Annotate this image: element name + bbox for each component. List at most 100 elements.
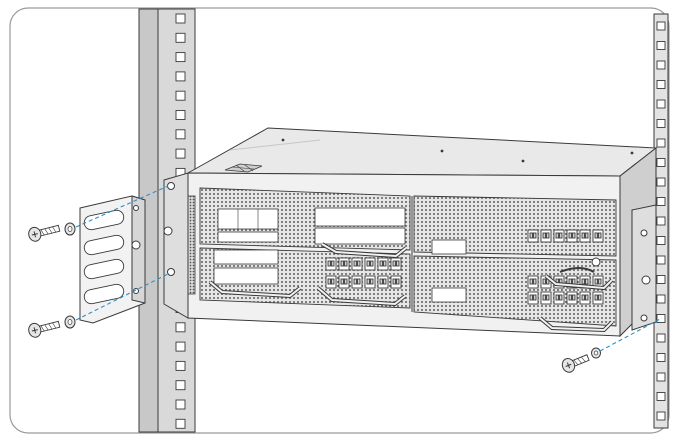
port-lane <box>366 278 370 285</box>
port-lane <box>392 278 396 285</box>
rail-hole <box>656 333 666 343</box>
alignment-guides <box>75 185 663 352</box>
port-lane <box>581 232 585 239</box>
port-lane <box>383 260 387 267</box>
optical-port <box>377 257 389 271</box>
rail-hole <box>656 411 666 421</box>
alignment-guide-lower <box>75 273 169 321</box>
optical-port <box>527 229 539 243</box>
rail-hole <box>656 41 666 50</box>
rail-hole <box>175 360 186 371</box>
rail-hole <box>656 197 666 206</box>
top-label <box>224 163 263 173</box>
port-lane <box>344 278 348 285</box>
port-lane <box>353 260 357 267</box>
optical-port <box>540 229 552 243</box>
port-lane <box>555 294 559 301</box>
optical-port <box>351 257 363 271</box>
port-lane <box>357 260 361 267</box>
optical-port <box>566 275 578 289</box>
optical-port <box>592 229 604 243</box>
port-lane <box>533 294 537 301</box>
port-lane <box>594 232 598 239</box>
port-lane <box>598 278 602 285</box>
port-lane <box>396 278 400 285</box>
optical-port <box>325 275 337 289</box>
port-lane <box>542 232 546 239</box>
chassis <box>163 127 658 338</box>
rail-hole <box>656 21 666 31</box>
alignment-guide-upper <box>75 185 169 228</box>
screw-icon <box>561 354 590 373</box>
optical-port <box>566 291 578 305</box>
port-lane <box>559 294 563 301</box>
port-lane <box>555 232 559 239</box>
line-card-lower-right <box>413 255 617 327</box>
port-lane <box>529 278 533 285</box>
port-lane <box>559 232 563 239</box>
rail-hole <box>175 129 186 140</box>
rail-holes <box>656 21 666 421</box>
optical-port <box>338 257 350 271</box>
port-lane <box>585 294 589 301</box>
port-lane <box>572 294 576 301</box>
optical-port <box>527 291 539 305</box>
rail-hole <box>175 341 186 352</box>
port-lane <box>379 260 383 267</box>
port-lane <box>327 260 331 267</box>
rail-hole <box>656 158 666 167</box>
washer-icon <box>591 347 601 359</box>
rail-hole <box>656 216 666 226</box>
rail-hole <box>175 148 186 159</box>
optical-port <box>351 275 363 289</box>
port-lane <box>598 232 602 239</box>
port-lane <box>542 278 546 285</box>
port-lane <box>366 260 370 267</box>
port-lane <box>340 260 344 267</box>
port-lane <box>598 294 602 301</box>
optical-port <box>338 275 350 289</box>
port-lane <box>585 232 589 239</box>
rack-ear-bracket <box>79 195 146 324</box>
port-lane <box>585 278 589 285</box>
rail-hole <box>656 294 666 304</box>
rail-hole <box>175 90 186 101</box>
port-lane <box>546 232 550 239</box>
port-lane <box>340 278 344 285</box>
rail-hole <box>175 32 186 43</box>
line-card-upper-right <box>413 195 617 257</box>
optical-port <box>390 275 402 289</box>
screw-icon <box>28 224 61 242</box>
rail-hole <box>175 52 186 63</box>
rail-hole <box>656 99 666 109</box>
optical-port <box>579 229 591 243</box>
rail-hole <box>656 392 666 401</box>
alignment-guide-right <box>599 317 663 352</box>
port-lane <box>370 278 374 285</box>
optical-port <box>364 257 376 271</box>
line-card-lower-left <box>199 247 411 309</box>
optical-port <box>566 229 578 243</box>
rail-hole <box>175 110 186 120</box>
rail-hole <box>656 80 666 89</box>
port-lane <box>572 232 576 239</box>
optical-port <box>592 291 604 305</box>
rail-hole <box>656 177 666 187</box>
screw-icon <box>28 320 61 338</box>
optical-port <box>390 257 402 271</box>
rail-hole <box>175 71 186 82</box>
rail-hole <box>656 314 666 323</box>
port-lane <box>327 278 331 285</box>
port-lane <box>331 260 335 267</box>
port-lane <box>379 278 383 285</box>
rail-hole <box>175 399 186 410</box>
port-lane <box>344 260 348 267</box>
port-lane <box>392 260 396 267</box>
right-rack-rail <box>653 13 669 429</box>
port-lane <box>396 260 400 267</box>
rail-hole <box>656 138 666 148</box>
port-lane <box>581 294 585 301</box>
rail-hole <box>656 275 666 284</box>
